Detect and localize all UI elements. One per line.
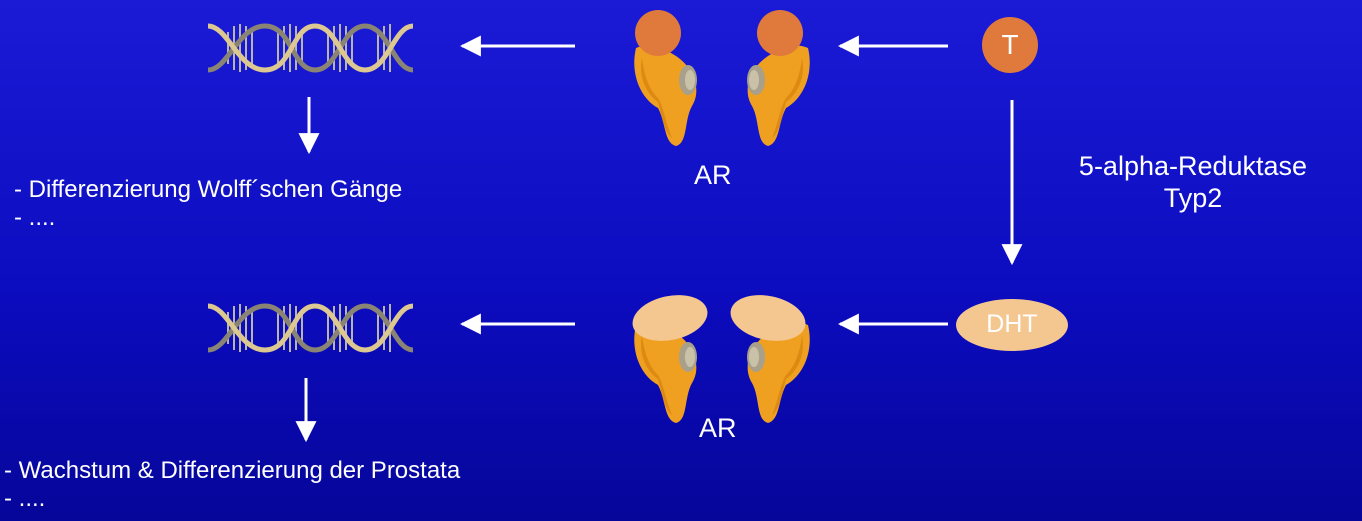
dna-helix-top-icon [208, 24, 413, 72]
testosterone-label: T [982, 29, 1038, 61]
dht-label: DHT [956, 310, 1068, 339]
androgen-receptor-top-icon [634, 10, 809, 146]
effects-top: - Differenzierung Wolff´schen Gänge - ..… [14, 176, 402, 231]
enzyme-label-line1: 5-alpha-Reduktase [1034, 150, 1352, 182]
enzyme-label: 5-alpha-Reduktase Typ2 [1034, 150, 1352, 215]
enzyme-label-line2: Typ2 [1034, 182, 1352, 214]
androgen-receptor-bottom-icon [628, 289, 809, 423]
receptor-label-top: AR [694, 160, 732, 191]
effects-bottom-line2: - .... [4, 485, 460, 513]
receptor-label-bottom: AR [699, 413, 737, 444]
dna-helix-bottom-icon [208, 304, 413, 352]
effects-bottom: - Wachstum & Differenzierung der Prostat… [4, 457, 460, 512]
effects-bottom-line1: - Wachstum & Differenzierung der Prostat… [4, 457, 460, 485]
effects-top-line1: - Differenzierung Wolff´schen Gänge [14, 176, 402, 204]
effects-top-line2: - .... [14, 204, 402, 232]
